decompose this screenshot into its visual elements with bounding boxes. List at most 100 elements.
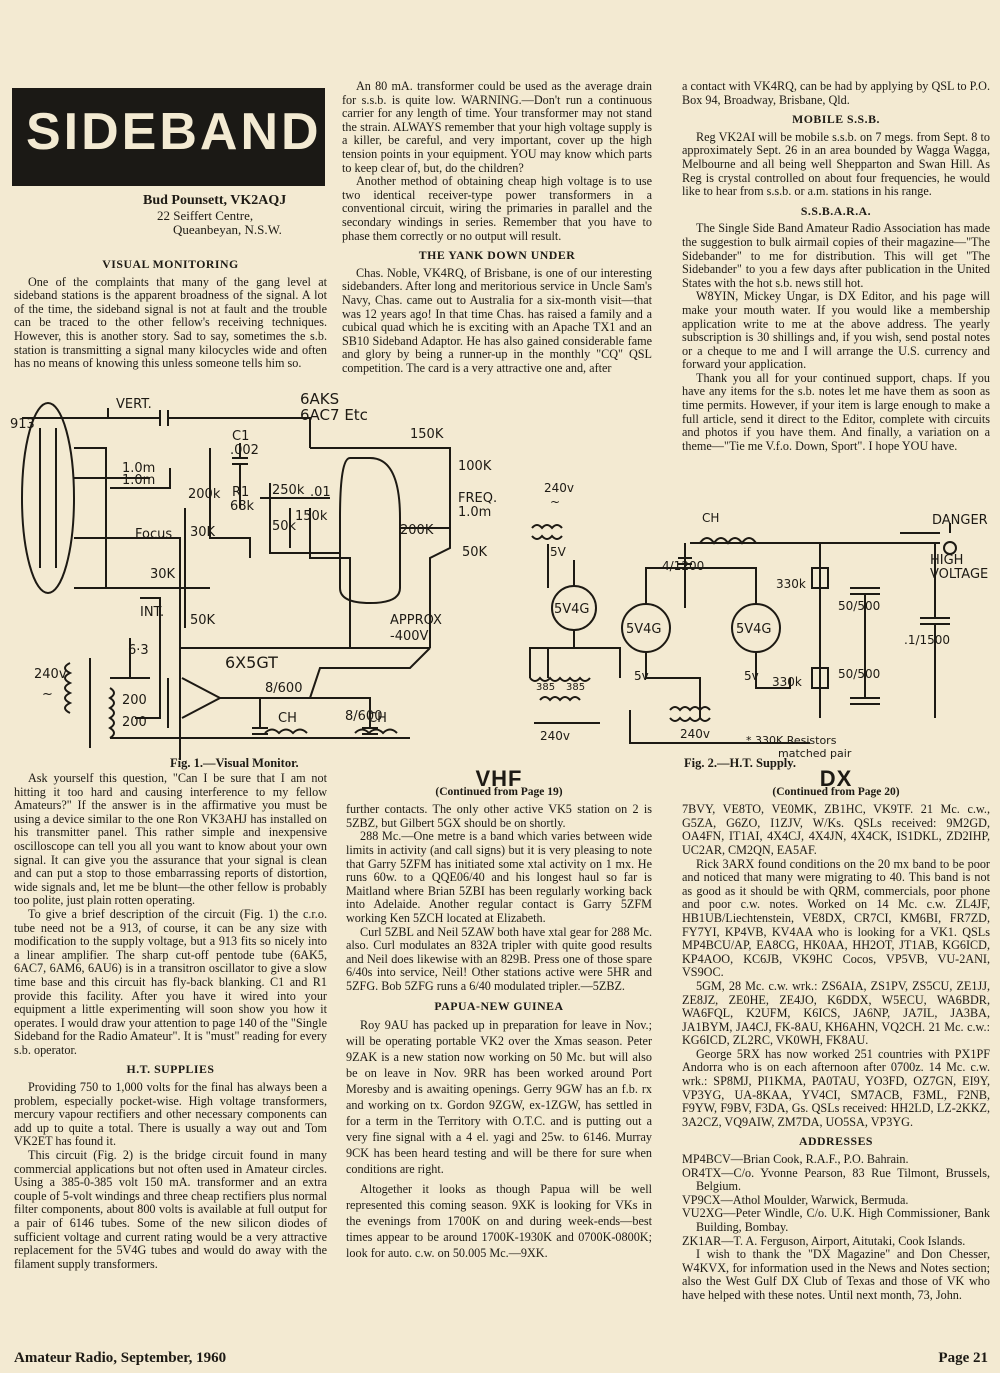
dx-continued: (Continued from Page 20)	[772, 785, 900, 798]
col2-para-2: Another method of obtaining cheap high v…	[342, 174, 652, 243]
fig1-label-r1-value: 68k	[230, 499, 255, 514]
fig2-label-ch: CH	[702, 511, 719, 525]
vhf-para-2: 288 Mc.—One metre is a band which varies…	[346, 829, 652, 925]
fig2-label-1-1500: .1/1500	[904, 633, 950, 647]
yank-paragraph-a: Chas. Noble, VK4RQ, of Brisbane, is one …	[342, 265, 652, 375]
author-address-1: 22 Seiffert Centre,	[157, 207, 254, 223]
ssbara-paragraph-1: The Single Side Band Amateur Radio Assoc…	[682, 221, 990, 290]
vhf-heading: VHF	[475, 766, 523, 791]
fig1-label-c1: C1	[232, 429, 249, 444]
visual-paragraph: One of the complaints that many of the g…	[14, 274, 327, 371]
fig2-label-50-500-a: 50/500	[838, 599, 880, 613]
footer-publication: Amateur Radio, September, 1960	[14, 1350, 227, 1366]
fig1-label-50k: 50K	[190, 613, 216, 628]
col2-para-1: An 80 mA. transformer could be used as t…	[342, 79, 652, 175]
address-item: OR4TX—C/o. Yvonne Pearson, 83 Rue Tilmon…	[682, 1165, 990, 1194]
fig2-label-high: HIGH	[930, 553, 963, 568]
fig1-label-400v: -400V	[390, 629, 429, 644]
fig1-label-ch-1: CH	[278, 711, 297, 726]
bottom1-para-3: Providing 750 to 1,000 volts for the fin…	[14, 1080, 327, 1149]
address-item: VP9CX—Athol Moulder, Warwick, Bermuda.	[682, 1192, 909, 1207]
fig2-label-5v-c: 5v	[744, 669, 759, 683]
fig1-label-100k: 100K	[458, 459, 492, 474]
fig2-label-danger: DANGER	[932, 513, 988, 528]
dx-para-2: Rick 3ARX found conditions on the 20 mx …	[682, 856, 990, 980]
fig2-label-5v-b: 5v	[634, 669, 649, 683]
fig2-label-240v: 240v	[544, 481, 574, 495]
vhf-continued: (Continued from Page 19)	[435, 785, 563, 798]
bottom1-para-2: To give a brief description of the circu…	[14, 906, 327, 1057]
fig1-label-6aks: 6AKS	[300, 390, 339, 408]
fig2-label-330k-a: 330k	[776, 577, 806, 591]
fig1-visual-monitor-schematic: 913 VERT. 1.0m 1.0m Focus 200k 30K 30K I…	[10, 390, 497, 760]
fig1-label-150k: 150K	[410, 427, 444, 442]
vhf-para-4: Roy 9AU has packed up in preparation for…	[346, 1018, 652, 1177]
col2-top: An 80 mA. transformer could be used as t…	[342, 79, 652, 375]
papua-heading: PAPUA-NEW GUINEA	[434, 998, 564, 1013]
address-item: ZK1AR—T. A. Ferguson, Airport, Aitutaki,…	[682, 1233, 966, 1248]
dx-para-1: 7BVY, VE8TO, VE0MK, ZB1HC, VK9TF. 21 Mc.…	[682, 802, 990, 857]
fig1-label-30k-2: 30K	[150, 567, 176, 582]
fig1-label-1m-b: 1.0m	[122, 473, 155, 488]
fig1-caption: Fig. 1.—Visual Monitor.	[170, 756, 299, 770]
fig1-label-approx: APPROX	[390, 613, 442, 628]
fig1-label-vert: VERT.	[116, 397, 152, 412]
author-name: Bud Pounsett, VK2AQJ	[143, 193, 287, 208]
vhf-para-1: further contacts. The only other active …	[346, 802, 652, 830]
ht-heading: H.T. SUPPLIES	[126, 1062, 215, 1077]
vhf-para-3: Curl 5ZBL and Neil 5ZAW both have xtal g…	[346, 924, 652, 993]
bottom1-para-4: This circuit (Fig. 2) is the bridge circ…	[14, 1148, 327, 1271]
dx-col: DX (Continued from Page 20) 7BVY, VE8TO,…	[682, 766, 990, 1303]
addresses-list: MP4BCV—Brian Cook, R.A.F., P.O. Bahrain.…	[682, 1152, 990, 1248]
fig2-label-ac: ~	[550, 495, 560, 509]
banner-title: SIDEBAND	[26, 103, 322, 161]
vhf-para-5: Altogether it looks as though Papua will…	[346, 1182, 652, 1261]
fig1-label-focus: Focus	[135, 527, 172, 542]
fig2-label-330k-b: 330k	[772, 675, 802, 689]
col1-top: VISUAL MONITORING One of the complaints …	[14, 252, 327, 371]
fig2-label-5v4g-2: 5V4G	[626, 622, 662, 637]
ssbara-paragraph-3: Thank you all for your continued support…	[682, 370, 990, 453]
fig2-label-240v-c: 240v	[680, 727, 710, 741]
dx-heading: DX	[819, 766, 853, 791]
yank-heading: THE YANK DOWN UNDER	[418, 248, 576, 263]
fig1-label-50k-2: 50k	[272, 519, 297, 534]
fig1-label-c1-value: .002	[230, 443, 259, 458]
fig1-label-250k: 250k	[272, 483, 305, 498]
fig2-label-note-1: * 330K Resistors	[746, 734, 837, 747]
fig1-label-200-a: 200	[122, 693, 147, 708]
dx-closing: I wish to thank the "DX Magazine" and Do…	[682, 1247, 990, 1302]
mobile-heading: MOBILE S.S.B.	[792, 112, 880, 127]
addresses-heading: ADDRESSES	[799, 1134, 873, 1149]
address-item: VU2XG—Peter Windle, C/o. U.K. High Commi…	[682, 1206, 990, 1234]
fig1-label-8600-b: 8/600	[345, 709, 382, 724]
fig2-label-note-2: matched pair	[778, 747, 852, 760]
fig1-label-6ac7: 6AC7 Etc	[300, 406, 368, 424]
fig2-label-4-1200: 4/1200	[662, 559, 704, 573]
fig1-label-ac: ~	[42, 687, 53, 702]
fig1-label-913: 913	[10, 417, 35, 432]
fig1-label-200k: 200k	[188, 487, 221, 502]
address-item: MP4BCV—Brian Cook, R.A.F., P.O. Bahrain.	[682, 1152, 909, 1167]
bottom-col1: Ask yourself this question, "Can I be su…	[14, 771, 327, 1271]
ssbara-heading: S.S.B.A.R.A.	[800, 203, 872, 218]
fig1-label-200k-2: 200K	[400, 523, 434, 538]
fig1-label-150k-small: 150k	[295, 509, 328, 524]
fig1-label-freq-value: 1.0m	[458, 505, 491, 520]
fig2-ht-supply-schematic: 240v ~ 5V 5V4G 5V4G 5V4G CH 4/1200 DANGE…	[529, 481, 988, 760]
fig2-label-50-500-b: 50/500	[838, 667, 880, 681]
fig1-label-freq: FREQ.	[458, 491, 497, 506]
sideband-banner: SIDEBAND	[12, 88, 325, 186]
bottom1-para-1: Ask yourself this question, "Can I be su…	[14, 771, 327, 908]
fig1-label-ch-2: CH	[368, 711, 387, 726]
fig2-caption: Fig. 2.—H.T. Supply.	[684, 756, 796, 770]
author-address-2: Queanbeyan, N.S.W.	[173, 222, 282, 237]
footer-page-number: Page 21	[938, 1350, 988, 1366]
fig1-label-r1: R1	[232, 485, 249, 500]
fig2-label-385-a: 385	[536, 682, 555, 693]
fig2-label-385-b: 385	[566, 682, 585, 693]
fig1-label-30k: 30K	[190, 525, 216, 540]
visual-heading: VISUAL MONITORING	[102, 257, 239, 271]
fig1-label-50k-3: 50K	[462, 545, 488, 560]
fig1-label-int: INT.	[140, 605, 164, 620]
